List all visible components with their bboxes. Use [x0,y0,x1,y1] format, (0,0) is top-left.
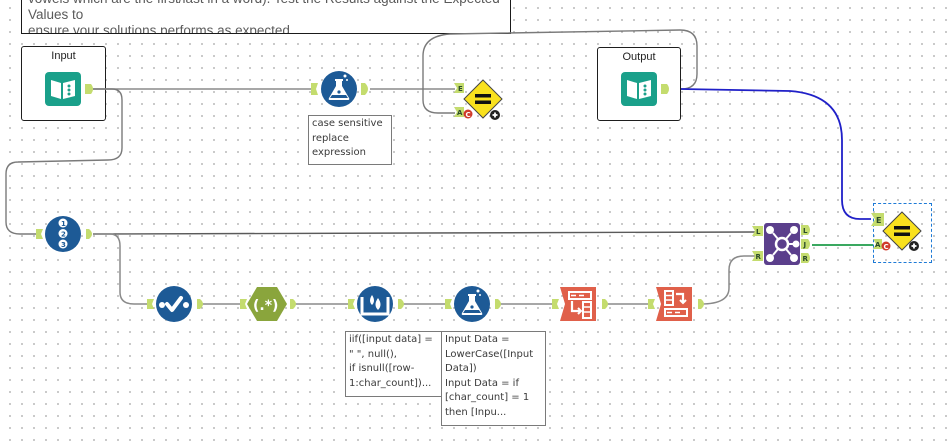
svg-text:L: L [756,228,761,236]
svg-text:L: L [803,227,808,235]
svg-text:R: R [803,255,809,263]
input-data-tool[interactable] [45,71,103,111]
svg-text:E: E [458,85,463,93]
input-data-icon [45,72,93,106]
output-data-tool[interactable] [621,71,679,111]
svg-text:A: A [875,241,881,249]
multi-row-formula-tool[interactable] [346,285,408,329]
output-data-icon [621,72,669,106]
workflow-comment[interactable]: vowels which are the first/last in a wor… [21,0,511,34]
svg-text:J: J [803,241,807,249]
selection-box [873,203,932,263]
comment-line-2: ensure your solutions performs as expect… [28,23,294,34]
record-id-tool[interactable]: 1 2 3 [34,213,96,259]
wire-recordid-to-join-l [92,231,756,235]
svg-text:A: A [457,109,463,117]
record-id-icon: 1 2 3 [36,216,92,252]
svg-text:1: 1 [61,220,66,228]
test-tool-top[interactable]: E A C [452,79,508,127]
regex-tool[interactable]: (.*) [238,285,300,329]
svg-text:3: 3 [61,241,66,249]
regex-icon: (.*) [240,287,296,321]
cross-tab-icon [552,287,608,321]
input-container-title: Input [51,50,76,62]
svg-text:R: R [756,253,762,261]
wire-input-to-recordid [5,88,123,235]
svg-text:E: E [876,216,881,225]
wire-output-to-test-right-e [680,88,871,220]
test-equals-icon: E A C [871,211,922,251]
comment-line-1: vowels which are the first/last in a wor… [28,0,500,22]
formula-tool-top[interactable] [309,70,373,112]
wire-recordid-to-select [93,233,148,305]
svg-text:2: 2 [61,231,66,239]
test-equals-icon: E A C [454,79,503,120]
join-tool[interactable]: L R L J R [752,222,816,270]
join-icon: L R L J R [752,223,810,265]
output-container-title: Output [622,51,656,63]
svg-text:C: C [884,243,889,251]
cross-tab-tool[interactable] [550,285,612,329]
multi-row-formula-icon [348,286,404,322]
wire-transpose-to-join-r [700,255,755,305]
formula-tool-bottom[interactable] [443,285,505,329]
annotation-formula-bottom: Input Data = LowerCase([Input Data]) Inp… [441,331,546,426]
test-tool-right[interactable]: E A C [869,211,929,261]
regex-label: (.*) [253,298,278,314]
formula-flask-icon [311,71,368,107]
transpose-tool[interactable] [646,285,708,329]
formula-flask-icon [445,286,501,322]
select-check-icon [147,286,203,322]
annotation-formula-top: case sensitive replace expression [308,115,392,165]
annotation-multi-row-formula: iif([input data] = " ", null(), if isnul… [345,331,443,397]
svg-text:C: C [466,111,471,119]
wire-output-to-test-a [422,29,698,114]
select-tool[interactable] [145,285,207,329]
transpose-icon [648,287,704,321]
